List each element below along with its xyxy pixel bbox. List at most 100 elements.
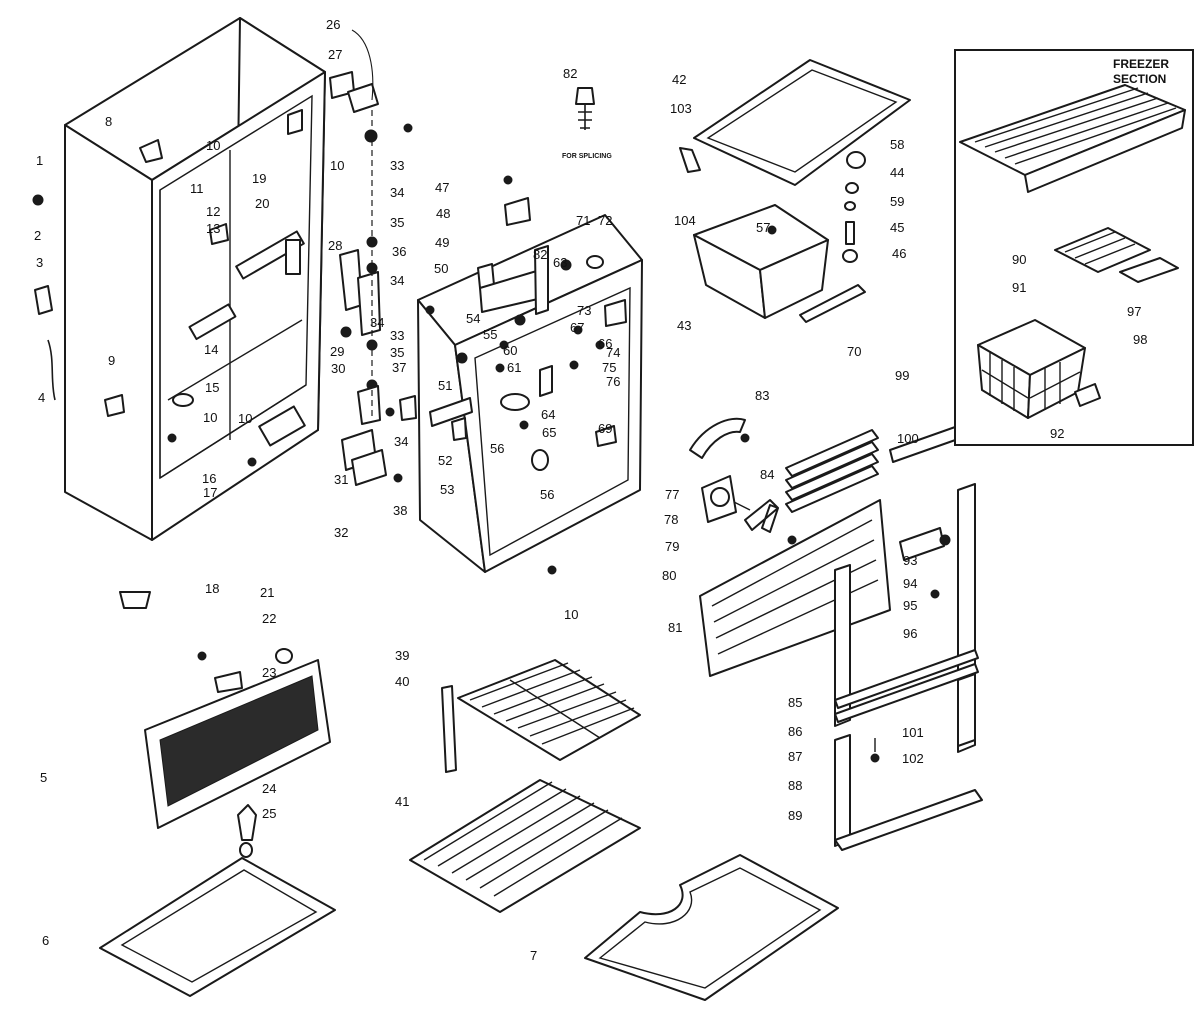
part-number-label: 39 [395, 648, 409, 663]
part-number-labels: 1234567891010101010111213141516171819202… [34, 17, 1147, 963]
splicing-note: FOR SPLICING [562, 153, 612, 160]
part-number-label: 96 [903, 626, 917, 641]
part-number-label: 19 [252, 171, 266, 186]
part-number-label: 98 [1133, 332, 1147, 347]
part-number-label: 47 [435, 180, 449, 195]
part-number-label: 3 [36, 255, 43, 270]
part-number-label: 81 [668, 620, 682, 635]
part-number-label: 56 [490, 441, 504, 456]
wire-shelf-lower [409, 779, 641, 913]
part-number-label: 26 [326, 17, 340, 32]
part-number-label: 10 [238, 411, 252, 426]
part-number-label: 34 [370, 315, 384, 330]
freezer-section-title-line1: FREEZER [1113, 57, 1169, 71]
part-number-label: 55 [483, 327, 497, 342]
part-number-label: 84 [760, 467, 774, 482]
part-number-label: 22 [262, 611, 276, 626]
part-number-label: 49 [435, 235, 449, 250]
fan-motor-assembly [689, 417, 797, 545]
part-number-label: 41 [395, 794, 409, 809]
part-number-label: 90 [1012, 252, 1026, 267]
evaporator-coil [785, 429, 879, 513]
part-number-label: 36 [392, 244, 406, 259]
part-number-label: 88 [788, 778, 802, 793]
part-number-label: 10 [206, 138, 220, 153]
part-number-label: 46 [892, 246, 906, 261]
part-number-label: 12 [206, 204, 220, 219]
part-number-label: 56 [540, 487, 554, 502]
part-number-label: 82 [563, 66, 577, 81]
part-number-label: 79 [665, 539, 679, 554]
part-number-label: 16 [202, 471, 216, 486]
part-number-label: 72 [598, 213, 612, 228]
part-number-label: 104 [674, 213, 696, 228]
part-number-label: 35 [390, 215, 404, 230]
part-number-label: 27 [328, 47, 342, 62]
part-number-label: 57 [756, 220, 770, 235]
part-number-label: 9 [108, 353, 115, 368]
part-number-label: 30 [331, 361, 345, 376]
part-number-label: 65 [542, 425, 556, 440]
part-number-label: 93 [903, 553, 917, 568]
part-number-label: 78 [664, 512, 678, 527]
part-number-label: 34 [390, 185, 404, 200]
part-number-label: 69 [598, 421, 612, 436]
glass-shelf [679, 59, 911, 186]
part-number-label: 70 [847, 344, 861, 359]
part-number-label: 52 [438, 453, 452, 468]
part-number-label: 80 [662, 568, 676, 583]
cabinet-shell [64, 17, 326, 541]
part-number-label: 67 [570, 320, 584, 335]
part-number-label: 86 [788, 724, 802, 739]
part-number-label: 51 [438, 378, 452, 393]
part-number-label: 75 [602, 360, 616, 375]
part-number-label: 32 [334, 525, 348, 540]
part-number-label: 37 [392, 360, 406, 375]
part-number-label: 29 [330, 344, 344, 359]
part-number-label: 6 [42, 933, 49, 948]
shelf-support-stack [740, 151, 866, 443]
part-number-label: 31 [334, 472, 348, 487]
cabinet-hardware [32, 71, 355, 609]
part-number-label: 43 [677, 318, 691, 333]
defrost-drain-pan [584, 854, 839, 1001]
part-number-label: 18 [205, 581, 219, 596]
part-number-label: 58 [890, 137, 904, 152]
part-number-label: 34 [390, 273, 404, 288]
part-number-label: 101 [902, 725, 924, 740]
door-parts [834, 483, 983, 851]
part-number-label: 50 [434, 261, 448, 276]
center-liner-box [417, 214, 643, 573]
part-number-label: 28 [328, 238, 342, 253]
part-number-label: 74 [606, 345, 620, 360]
hinge-assembly [339, 29, 417, 486]
part-number-label: 92 [1050, 426, 1064, 441]
splicing-connector [575, 87, 595, 130]
part-number-label: 10 [203, 410, 217, 425]
part-number-label: 33 [390, 158, 404, 173]
part-number-label: 95 [903, 598, 917, 613]
part-number-label: 48 [436, 206, 450, 221]
part-number-label: 77 [665, 487, 679, 502]
part-number-label: 87 [788, 749, 802, 764]
part-number-label: 11 [190, 181, 204, 196]
part-number-label: 45 [890, 220, 904, 235]
part-number-label: 100 [897, 431, 919, 446]
part-number-label: 103 [670, 101, 692, 116]
part-number-label: 63 [553, 255, 567, 270]
part-number-label: 10 [564, 607, 578, 622]
part-number-label: 35 [390, 345, 404, 360]
part-number-label: 13 [206, 221, 220, 236]
part-number-label: 10 [330, 158, 344, 173]
part-number-label: 14 [204, 342, 218, 357]
part-number-label: 99 [895, 368, 909, 383]
part-number-label: 64 [541, 407, 555, 422]
part-number-label: 85 [788, 695, 802, 710]
part-number-label: 8 [105, 114, 112, 129]
part-number-label: 66 [598, 336, 612, 351]
part-number-label: 73 [577, 303, 591, 318]
toe-grille [144, 648, 331, 829]
part-number-label: 82 [533, 247, 547, 262]
part-number-label: 102 [902, 751, 924, 766]
